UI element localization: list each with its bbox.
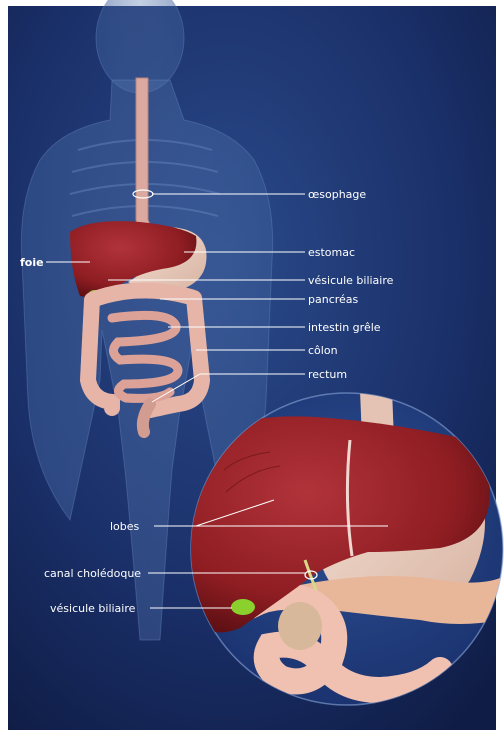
label-intestin-grele: intestin grêle (308, 321, 381, 334)
label-canal-choledoque: canal cholédoque (44, 567, 141, 580)
label-estomac: estomac (308, 246, 355, 259)
rectum-small (143, 404, 150, 432)
label-oesophage: œsophage (308, 188, 366, 201)
label-colon: côlon (308, 344, 338, 357)
label-vesicule-biliaire-top: vésicule biliaire (308, 274, 394, 287)
oesophagus (136, 78, 151, 240)
pancreas-head (278, 602, 322, 650)
label-foie: foie (20, 256, 44, 269)
gallbladder-large (231, 599, 255, 615)
label-lobes: lobes (110, 520, 140, 533)
label-vesicule-biliaire-bottom: vésicule biliaire (50, 602, 136, 615)
label-pancreas: pancréas (308, 293, 359, 306)
label-rectum: rectum (308, 368, 347, 381)
